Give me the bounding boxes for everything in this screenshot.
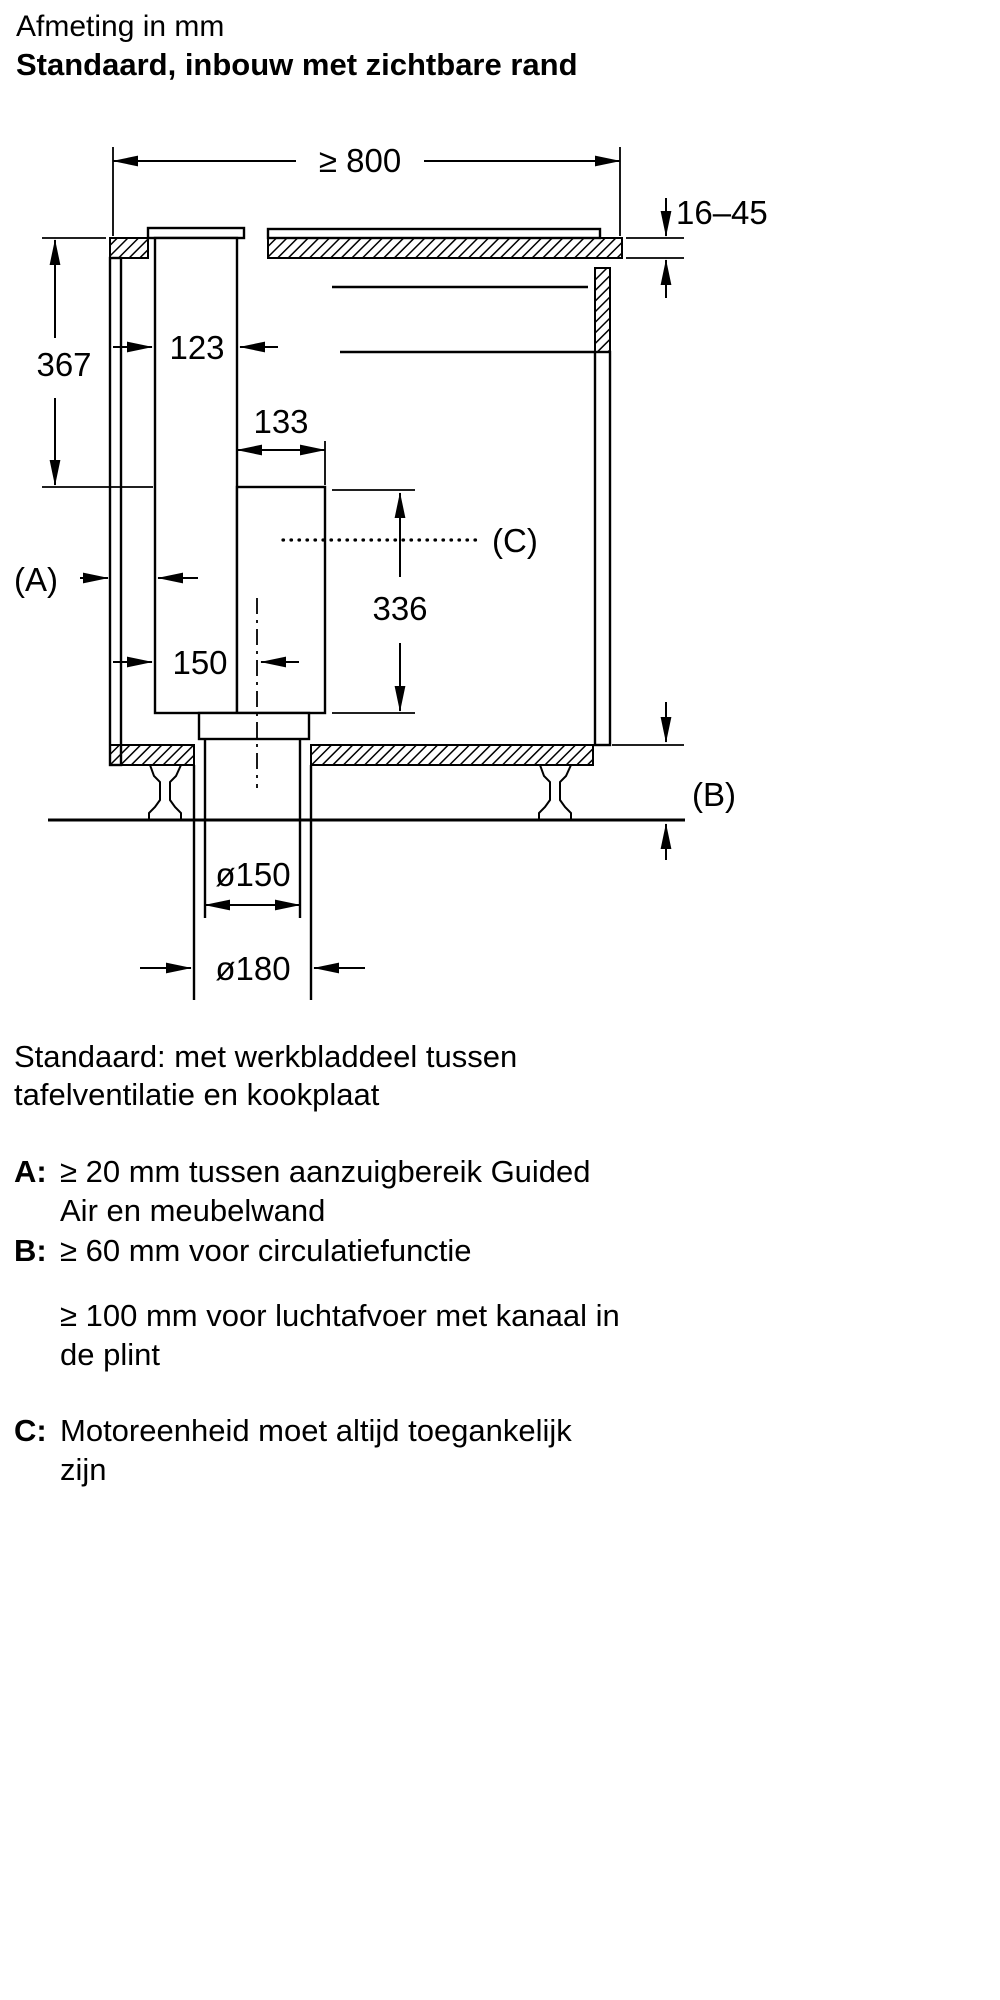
dim-duct-inner: ø150 (204, 856, 301, 911)
bottom-panel-right (310, 744, 594, 766)
note-c-line2: zijn (60, 1452, 107, 1487)
bottom-panel-left (109, 744, 195, 766)
intro-note: Standaard: met werkbladdeel tussen tafel… (14, 1038, 517, 1114)
countertop-right (267, 237, 623, 259)
cooktop (266, 227, 602, 240)
dim-motor-height-label: 336 (372, 590, 427, 627)
note-a-key: A: (14, 1154, 47, 1189)
label-b-text: (B) (692, 776, 736, 813)
note-b-extra-line2: de plint (60, 1337, 160, 1372)
motor-unit (235, 485, 327, 715)
label-c-text: (C) (492, 522, 538, 559)
note-c-line1: Motoreenheid moet altijd toegankelijk (60, 1413, 572, 1448)
page-subtitle: Afmeting in mm (16, 10, 225, 43)
note-a-line2: Air en meubelwand (60, 1193, 326, 1228)
dim-height-left-label: 367 (36, 346, 91, 383)
note-a: A: ≥ 20 mm tussen aanzuigbereik Guided A… (14, 1152, 591, 1230)
dim-counter-thickness-label: 16–45 (676, 194, 768, 231)
countertop-left (109, 237, 149, 259)
dim-motor-height: 336 (332, 489, 428, 714)
intro-note-line2: tafelventilatie en kookplaat (14, 1077, 380, 1112)
note-a-line1: ≥ 20 mm tussen aanzuigbereik Guided (60, 1154, 591, 1189)
dim-offset-150-label: 150 (172, 644, 227, 681)
note-b-extra-line1: ≥ 100 mm voor luchtafvoer met kanaal in (60, 1298, 620, 1333)
dim-height-left: 367 (36, 237, 153, 488)
dim-tower-width: 123 (113, 329, 278, 366)
vent-collar (146, 226, 246, 240)
label-b: (B) (612, 702, 736, 860)
cabinet-structure (48, 226, 685, 1000)
vent-tower (153, 236, 239, 715)
dimension-diagram: ≥ 800 16–45 367 123 133 (14, 142, 768, 1000)
note-c-key: C: (14, 1413, 47, 1448)
cabinet-foot-left (148, 764, 182, 821)
dim-width-top-label: ≥ 800 (319, 142, 401, 179)
note-b: B: ≥ 60 mm voor circulatiefunctie (14, 1231, 472, 1270)
dim-counter-thickness: 16–45 (626, 194, 768, 298)
dim-motor-width-label: 133 (253, 403, 308, 440)
dim-offset-150: 150 (113, 644, 299, 681)
note-b-key: B: (14, 1233, 47, 1268)
cabinet-foot-right (538, 764, 572, 821)
note-b-extra-key (14, 1296, 60, 1374)
right-wall-top (594, 267, 611, 353)
label-a: (A) (14, 561, 198, 598)
duct-flange (197, 711, 311, 741)
dim-motor-width: 133 (236, 403, 326, 485)
dim-tower-width-label: 123 (169, 329, 224, 366)
intro-note-line1: Standaard: met werkbladdeel tussen (14, 1039, 518, 1074)
note-b-line1: ≥ 60 mm voor circulatiefunctie (60, 1233, 472, 1268)
page-title: Standaard, inbouw met zichtbare rand (16, 47, 578, 82)
note-b-extra: ≥ 100 mm voor luchtafvoer met kanaal in … (14, 1296, 620, 1374)
dim-duct-inner-label: ø150 (215, 856, 290, 893)
left-cabinet-wall (108, 256, 123, 767)
note-c: C: Motoreenheid moet altijd toegankelijk… (14, 1411, 572, 1489)
dim-duct-outer-label: ø180 (215, 950, 290, 987)
label-c: (C) (281, 522, 538, 559)
dim-width-top: ≥ 800 (112, 142, 621, 236)
label-a-text: (A) (14, 561, 58, 598)
right-cabinet-wall (593, 350, 612, 747)
dim-duct-outer: ø180 (140, 950, 365, 987)
